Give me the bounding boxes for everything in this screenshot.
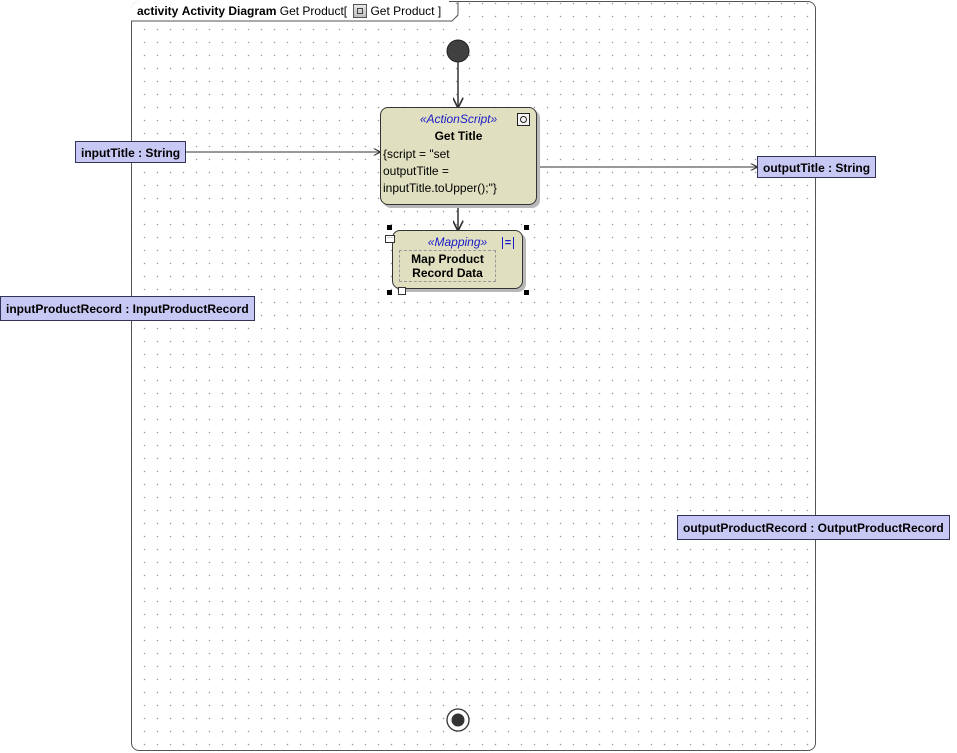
frame-behavior: Get Product — [370, 4, 435, 18]
frame-kind: Activity Diagram — [181, 4, 277, 18]
script-line: {script = "set — [383, 147, 450, 161]
action-get-title[interactable]: «ActionScript» Get Title {script = "set … — [380, 107, 537, 205]
action-name: Get Title — [434, 129, 483, 143]
pin-input-title[interactable]: inputTitle : String — [75, 141, 187, 163]
activity-final-node-core — [451, 713, 465, 727]
action-stereotype: «ActionScript» — [419, 112, 498, 126]
action-map-product-record-data[interactable]: = «Mapping» Map Product Record Data — [392, 230, 523, 289]
action-name-line: Map Product — [411, 252, 484, 266]
pin-output-product-record[interactable]: outputProductRecord : OutputProductRecor… — [677, 515, 950, 540]
pin-output-title[interactable]: outputTitle : String — [757, 156, 877, 178]
resize-icon[interactable] — [398, 287, 406, 295]
action-script: {script = "set outputTitle = inputTitle.… — [381, 146, 536, 197]
frame-name: Get Product — [279, 4, 344, 18]
script-line: outputTitle = — [383, 164, 449, 178]
script-icon — [517, 113, 530, 126]
selection-handle[interactable] — [524, 290, 529, 295]
frame-tab-border — [131, 1, 459, 22]
mapping-icon: = — [502, 237, 514, 249]
action-stereotype: «Mapping» — [427, 235, 488, 249]
frame-bracket-close: ] — [437, 4, 442, 18]
activity-icon — [353, 4, 368, 18]
action-name-box: Map Product Record Data — [399, 250, 496, 282]
action-name-line: Record Data — [412, 266, 483, 280]
script-line: inputTitle.toUpper();"} — [383, 181, 497, 195]
initial-node[interactable] — [446, 39, 470, 63]
selection-handle[interactable] — [524, 225, 529, 230]
selection-handle[interactable] — [387, 290, 392, 295]
pin-input-product-record[interactable]: inputProductRecord : InputProductRecord — [0, 296, 255, 321]
frame-header: activity Activity Diagram Get Product[ G… — [131, 1, 450, 21]
frame-bracket-open: [ — [343, 4, 348, 18]
selection-handle[interactable] — [387, 225, 392, 230]
more-icon[interactable]: ··· — [385, 235, 395, 243]
frame-keyword: activity — [137, 4, 179, 18]
